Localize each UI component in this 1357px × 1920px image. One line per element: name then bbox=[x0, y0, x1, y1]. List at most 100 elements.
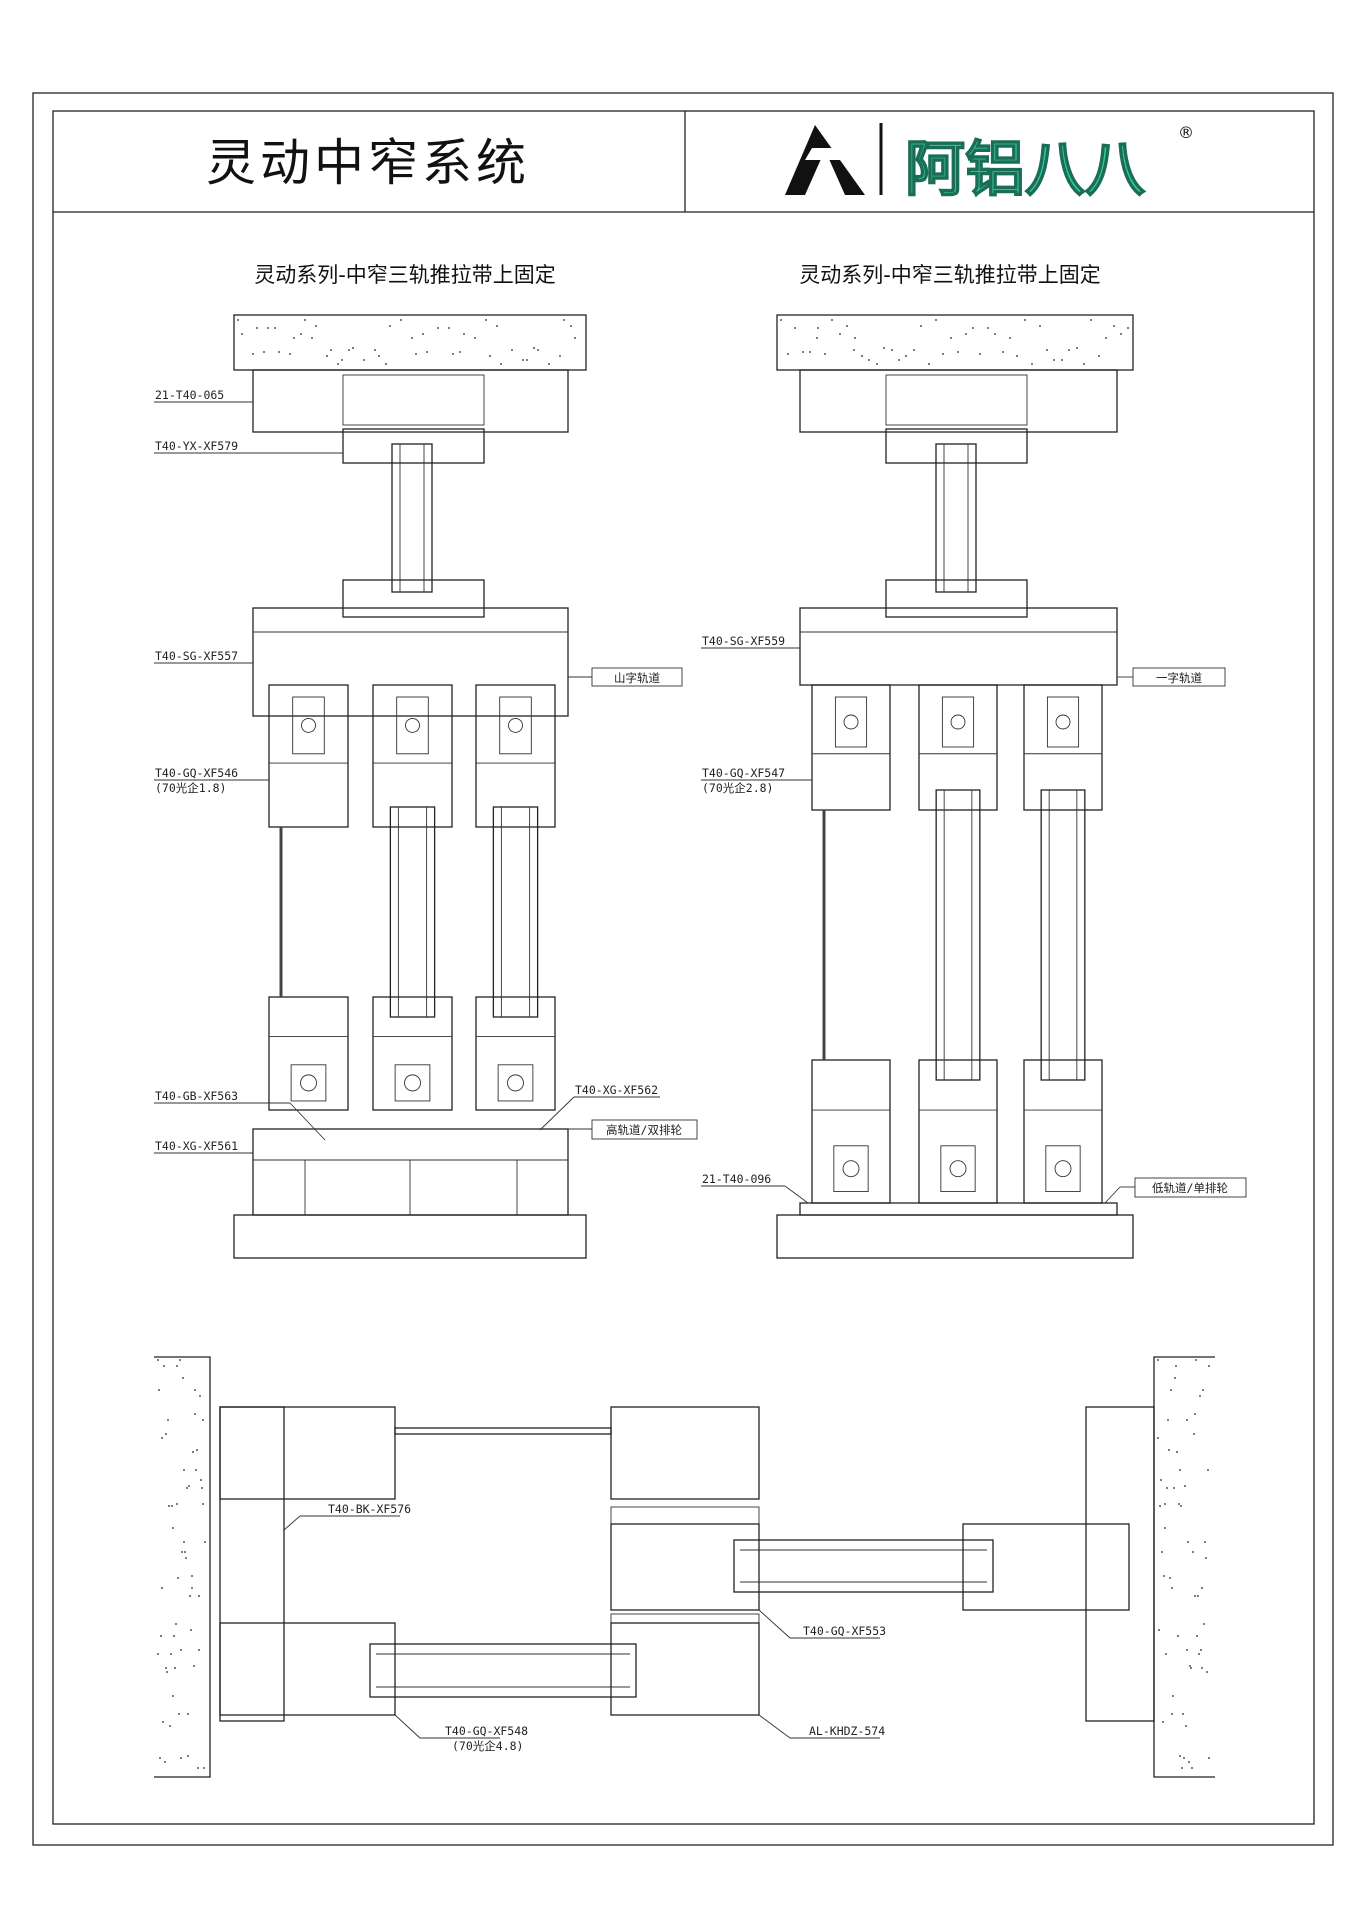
concrete-speckle bbox=[1168, 1449, 1170, 1451]
part-label: 21-T40-065 bbox=[155, 388, 224, 402]
concrete-speckle bbox=[459, 351, 461, 353]
concrete-speckle bbox=[1185, 1725, 1187, 1727]
part-note: (70光企1.8) bbox=[155, 781, 226, 795]
wheel-housing bbox=[394, 1064, 431, 1102]
concrete-speckle bbox=[326, 355, 328, 357]
part-label: T40-GQ-XF548 bbox=[445, 1724, 528, 1738]
sash-bottom-rail bbox=[811, 1059, 891, 1204]
sash-glass bbox=[935, 789, 981, 1081]
concrete-speckle bbox=[194, 1389, 196, 1391]
concrete-speckle bbox=[1182, 1713, 1184, 1715]
plan-section-drawing bbox=[154, 1356, 1215, 1778]
concrete-speckle bbox=[1076, 347, 1078, 349]
bottom-track bbox=[252, 1128, 569, 1216]
concrete-speckle bbox=[1191, 1767, 1193, 1769]
concrete-speckle bbox=[189, 1595, 191, 1597]
fixed-frame-bottom bbox=[342, 579, 485, 618]
upper-track bbox=[252, 607, 569, 717]
roller-housing bbox=[499, 696, 532, 755]
roller-housing bbox=[292, 696, 325, 755]
concrete-speckle bbox=[1163, 1575, 1165, 1577]
upper-track bbox=[799, 607, 1118, 686]
concrete-speckle bbox=[437, 327, 439, 329]
concrete-speckle bbox=[854, 337, 856, 339]
concrete-speckle bbox=[159, 1757, 161, 1759]
plan-glass bbox=[369, 1643, 637, 1698]
concrete-speckle bbox=[1203, 1623, 1205, 1625]
part-label: T40-YX-XF579 bbox=[155, 439, 238, 453]
concrete-speckle bbox=[1190, 1667, 1192, 1669]
concrete-speckle bbox=[1186, 1419, 1188, 1421]
concrete-speckle bbox=[193, 1665, 195, 1667]
concrete-speckle bbox=[197, 1767, 199, 1769]
concrete-speckle bbox=[168, 1505, 170, 1507]
sash-top-rail bbox=[475, 684, 556, 828]
concrete-speckle bbox=[186, 1487, 188, 1489]
concrete-speckle bbox=[824, 353, 826, 355]
outer-border bbox=[32, 92, 1334, 1846]
concrete-speckle bbox=[183, 1469, 185, 1471]
part-label: T40-GQ-XF553 bbox=[803, 1624, 886, 1638]
concrete-speckle bbox=[330, 349, 332, 351]
part-label: T40-GQ-XF546 bbox=[155, 766, 238, 780]
wheel-housing bbox=[290, 1064, 327, 1102]
concrete-speckle bbox=[511, 349, 513, 351]
registered-mark: ® bbox=[1178, 123, 1194, 142]
concrete-speckle bbox=[1174, 1377, 1176, 1379]
concrete-speckle bbox=[179, 1359, 181, 1361]
concrete-speckle bbox=[177, 1577, 179, 1579]
concrete-speckle bbox=[199, 1395, 201, 1397]
sash-top-rail bbox=[268, 684, 349, 828]
concrete-speckle bbox=[185, 1557, 187, 1559]
right-section-drawing bbox=[776, 314, 1134, 1259]
concrete-speckle bbox=[174, 1667, 176, 1669]
concrete-speckle bbox=[181, 1551, 183, 1553]
concrete-speckle bbox=[157, 1653, 159, 1655]
concrete-speckle bbox=[165, 1667, 167, 1669]
wheel-icon bbox=[949, 1160, 967, 1178]
concrete-speckle bbox=[452, 353, 454, 355]
fixed-glass bbox=[935, 443, 977, 593]
left-frame bbox=[219, 1406, 285, 1722]
concrete-speckle bbox=[161, 1437, 163, 1439]
concrete-speckle bbox=[161, 1587, 163, 1589]
concrete-speckle bbox=[183, 1541, 185, 1543]
concrete-speckle bbox=[1090, 319, 1092, 321]
plan-sash bbox=[610, 1523, 760, 1611]
roller-housing bbox=[1046, 696, 1080, 748]
concrete-speckle bbox=[1031, 363, 1033, 365]
concrete-speckle bbox=[928, 363, 930, 365]
concrete-speckle bbox=[311, 337, 313, 339]
concrete-speckle bbox=[165, 1433, 167, 1435]
concrete-speckle bbox=[1201, 1587, 1203, 1589]
concrete-speckle bbox=[203, 1767, 205, 1769]
fixed-frame-bottom bbox=[885, 579, 1028, 618]
wheel-housing bbox=[940, 1145, 976, 1193]
concrete-speckle bbox=[1201, 1667, 1203, 1669]
roller-housing bbox=[396, 696, 429, 755]
outer-frame bbox=[252, 369, 569, 433]
concrete-speckle bbox=[170, 1653, 172, 1655]
concrete-speckle bbox=[293, 337, 295, 339]
concrete-speckle bbox=[184, 1551, 186, 1553]
concrete-speckle bbox=[256, 327, 258, 329]
sash-bottom-rail bbox=[475, 996, 556, 1111]
concrete-speckle bbox=[891, 349, 893, 351]
concrete-speckle bbox=[853, 349, 855, 351]
plan-sash bbox=[610, 1622, 760, 1716]
concrete-speckle bbox=[1180, 1505, 1182, 1507]
track-type-box bbox=[1132, 667, 1226, 687]
concrete-speckle bbox=[158, 1389, 160, 1391]
concrete-speckle bbox=[198, 1649, 200, 1651]
concrete-speckle bbox=[1194, 1595, 1196, 1597]
concrete-speckle bbox=[374, 349, 376, 351]
concrete-speckle bbox=[348, 349, 350, 351]
fixed-frame-top bbox=[885, 428, 1028, 464]
concrete-speckle bbox=[192, 1451, 194, 1453]
concrete-speckle bbox=[1171, 1587, 1173, 1589]
sash-glass bbox=[389, 806, 436, 1018]
left-wall bbox=[154, 1356, 211, 1778]
concrete-speckle bbox=[182, 1377, 184, 1379]
concrete-speckle bbox=[1202, 1389, 1204, 1391]
